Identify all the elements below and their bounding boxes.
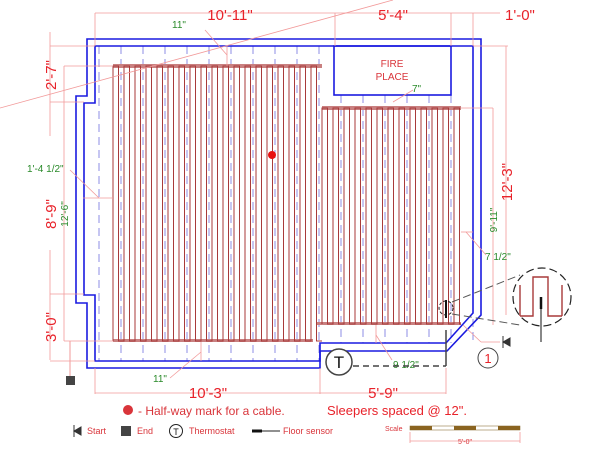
detail-marker (477, 347, 499, 369)
end-icon (66, 376, 75, 385)
legend-halfway-dot (123, 405, 133, 415)
dim-right: 12'-3" (499, 163, 516, 201)
cable-dim-left-gap: 1'-4 1/2" (27, 164, 64, 175)
legend-sleepers: Sleepers spaced @ 12". (327, 403, 467, 418)
thermostat-symbol: T (334, 353, 344, 372)
dim-bottom-right: 5'-9" (368, 385, 398, 402)
legend-start: Start (87, 426, 107, 436)
legend-thermostat: Thermostat (189, 426, 235, 436)
cable-dim-right-gap: 7 1/2" (485, 252, 511, 263)
scale-label: Scale (385, 426, 403, 433)
halfway-mark (268, 151, 276, 159)
cable-dim-left-run: 12'-6" (60, 201, 71, 227)
detail-callout-circle (438, 300, 454, 316)
detail-leader-top (451, 274, 521, 303)
dim-left-bottom: 3'-0" (43, 312, 60, 342)
dim-bottom-left: 10'-3" (189, 385, 227, 402)
sleepers (98, 46, 474, 361)
start-icon (501, 336, 511, 348)
detail-marker-label: 1 (484, 351, 491, 366)
inner-wall (83, 45, 474, 362)
legend-end: End (137, 426, 153, 436)
dim-left-top: 2'-7" (43, 60, 60, 90)
legend-start-icon (72, 425, 82, 437)
dim-top-right: 1'-0" (505, 7, 535, 24)
fireplace (333, 45, 452, 96)
legend-thermostat-icon (169, 424, 183, 438)
scale-value: 5'-0" (458, 439, 472, 446)
detail-cable-loop (519, 276, 563, 317)
legend-floor-sensor: Floor sensor (283, 426, 333, 436)
thermostat-icon (325, 348, 353, 376)
fireplace-label-1: FIRE (381, 59, 404, 70)
legend-thermostat-symbol: T (173, 427, 179, 437)
cable-dim-bottom: 11" (153, 374, 167, 385)
legend-end-icon (121, 426, 131, 436)
cable-bottom-band-left (113, 339, 313, 342)
cable-dim-top: 11" (172, 20, 186, 31)
dim-top-mid: 5'-4" (378, 7, 408, 24)
cable-run (321, 107, 461, 325)
legend-halfway: - Half-way mark for a cable. (138, 404, 285, 418)
cable-run (112, 65, 322, 342)
detail-leader-bottom (451, 313, 521, 326)
outer-wall (75, 38, 482, 369)
cable-dim-fireplace: 7" (412, 84, 422, 95)
fireplace-label-2: PLACE (376, 72, 409, 83)
dim-top-left: 10'-11" (207, 7, 252, 24)
dimension-lines (0, 0, 508, 394)
scale-bar (409, 425, 521, 443)
heating-cable (112, 64, 461, 342)
dim-left-mid: 8'-9" (43, 199, 60, 229)
cable-dim-right-run: 9'-11" (489, 207, 500, 232)
